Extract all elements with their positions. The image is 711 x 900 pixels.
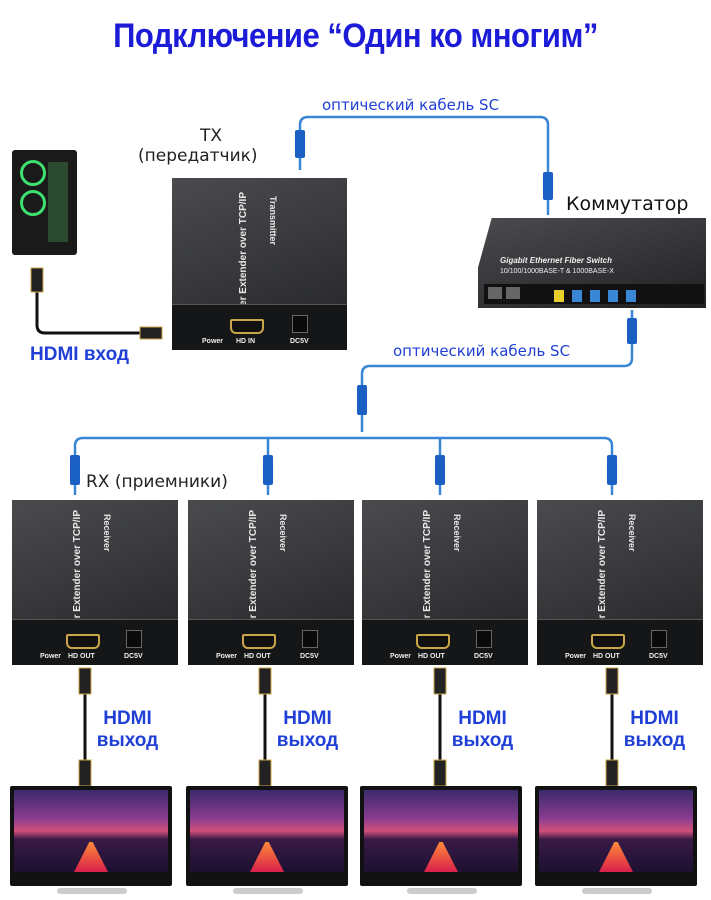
port-label: HD OUT [593, 653, 620, 660]
dc-port [651, 630, 667, 648]
fiber-tx-switch [298, 115, 550, 215]
hdmi-out-port [416, 634, 450, 649]
dc-port [302, 630, 318, 648]
tx-label: TX [200, 126, 223, 146]
rx-device-subtitle: Receiver [452, 514, 462, 552]
port-label: DC5V [300, 653, 319, 660]
hdmi-plug [605, 667, 619, 695]
hdmi-out-label: HDMI выход [445, 708, 520, 752]
port-label: Power [40, 653, 62, 660]
sc-connector [543, 172, 553, 200]
monitor-stand [582, 888, 652, 894]
hdmi-plug [605, 759, 619, 787]
hdmi-plug [433, 759, 447, 787]
hdmi-out-label: HDMI выход [617, 708, 692, 752]
monitor-stand [233, 888, 303, 894]
dc-port [126, 630, 142, 648]
hdmi-out-port [591, 634, 625, 649]
hdmi-out-line1: HDMI [458, 708, 507, 729]
hdmi-cable-out [83, 675, 614, 790]
rx-device-subtitle: Receiver [627, 514, 637, 552]
hdmi-out-label: HDMI выход [90, 708, 165, 752]
hdmi-out-line1: HDMI [283, 708, 332, 729]
hdmi-out-line2: выход [96, 730, 159, 751]
rx-device-subtitle: Receiver [102, 514, 112, 552]
port-label: Power [216, 653, 238, 660]
hdmi-plug [30, 267, 44, 293]
diagram-title: Подключение “Один ко многим” [113, 16, 598, 55]
hdmi-plug [258, 759, 272, 787]
rx-label: RX (приемники) [86, 472, 228, 492]
monitor-icon [535, 786, 697, 886]
monitor-icon [186, 786, 348, 886]
pc-tower-icon [12, 150, 77, 255]
hdmi-out-line2: выход [276, 730, 339, 751]
tx-transmitter-device: HD Fiber Extender over TCP/IP Transmitte… [172, 178, 347, 350]
fiber-switch-device: Gigabit Ethernet Fiber Switch 10/100/100… [478, 218, 706, 308]
hdmi-plug [258, 667, 272, 695]
hdmi-out-line2: выход [451, 730, 514, 751]
hdmi-in-label: HDMI вход [30, 344, 130, 365]
port-label: HD OUT [68, 653, 95, 660]
hdmi-out-line1: HDMI [103, 708, 152, 729]
port-label: DC5V [649, 653, 668, 660]
rx-receiver-device: HD Fiber Extender over TCP/IP Receiver P… [537, 500, 703, 665]
port-label: DC5V [474, 653, 493, 660]
sc-connector [435, 455, 445, 485]
switch-label: Коммутатор [566, 193, 689, 215]
sc-connector [295, 130, 305, 158]
hdmi-out-line2: выход [623, 730, 686, 751]
switch-text: Gigabit Ethernet Fiber Switch [500, 256, 613, 265]
hdmi-out-line1: HDMI [630, 708, 679, 729]
rx-device-subtitle: Receiver [278, 514, 288, 552]
monitor-icon [360, 786, 522, 886]
port-label: DC5V [124, 653, 143, 660]
sc-connector [263, 455, 273, 485]
dc-port [476, 630, 492, 648]
sc-connectors [70, 130, 637, 485]
switch-text: 10/100/1000BASE-T & 1000BASE-X [500, 268, 614, 275]
rx-receiver-device: HD Fiber Extender over TCP/IP Receiver P… [188, 500, 354, 665]
sc-connector [627, 318, 637, 344]
tx-label-sub: (передатчик) [138, 146, 258, 166]
sc-connector [70, 455, 80, 485]
dc-port [292, 315, 308, 333]
rx-receiver-device: HD Fiber Extender over TCP/IP Receiver P… [362, 500, 528, 665]
hdmi-cable-in [35, 290, 150, 335]
hdmi-out-label: HDMI выход [270, 708, 345, 752]
port-label: Power [390, 653, 412, 660]
rx-receiver-device: HD Fiber Extender over TCP/IP Receiver P… [12, 500, 178, 665]
hdmi-out-port [242, 634, 276, 649]
port-label: HD OUT [244, 653, 271, 660]
fiber-mid-label: оптический кабель SC [393, 342, 571, 360]
tx-device-subtitle: Transmitter [268, 196, 278, 246]
port-label: HD IN [236, 338, 256, 345]
fiber-top-label: оптический кабель SC [322, 96, 500, 114]
fiber-switch-split [360, 310, 634, 432]
sc-connector [357, 385, 367, 415]
port-label: HD OUT [418, 653, 445, 660]
hdmi-out-port [66, 634, 100, 649]
monitor-stand [407, 888, 477, 894]
hdmi-plug [78, 667, 92, 695]
hdmi-plug [78, 759, 92, 787]
hdmi-plug [139, 326, 163, 340]
port-label: Power [565, 653, 587, 660]
sc-connector [607, 455, 617, 485]
monitor-icon [10, 786, 172, 886]
monitor-stand [57, 888, 127, 894]
hdmi-plug [433, 667, 447, 695]
port-label: DC5V [290, 338, 309, 345]
port-label: Power [202, 338, 224, 345]
hdmi-in-port [230, 319, 264, 334]
